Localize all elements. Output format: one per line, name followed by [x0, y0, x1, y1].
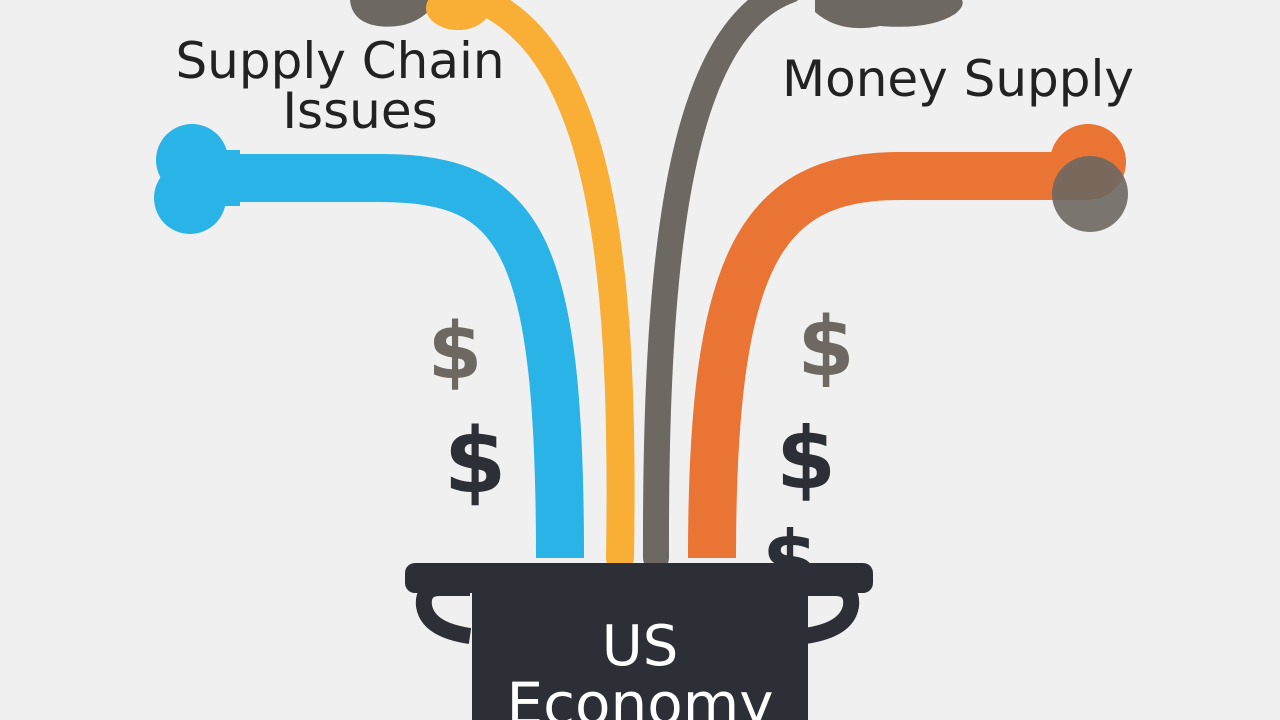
yellow-pipe-end	[426, 0, 490, 30]
dollar-sign-gray-right: $	[797, 300, 854, 395]
pot-right-handle	[803, 580, 860, 644]
yellow-pipe	[440, 0, 635, 572]
top-left-gray-pipe-end	[350, 0, 430, 27]
blue-pipe-end	[154, 124, 240, 234]
orange-pipe	[688, 152, 1090, 559]
pot-body	[472, 585, 808, 720]
pot-label-line2: Economy	[506, 670, 773, 720]
supply-chain-label-line2: Issues	[282, 82, 437, 140]
dollar-sign-gray-left: $	[428, 307, 482, 397]
dollar-sign-dark-right: $	[776, 409, 836, 509]
gray-pipe	[642, 0, 799, 571]
pot-left-handle	[415, 580, 472, 644]
pot-label-line1: US	[602, 614, 679, 679]
money-supply-label: Money Supply	[782, 50, 1134, 108]
dollar-sign-dark-left: $	[444, 409, 507, 514]
supply-chain-label-line1: Supply Chain	[175, 32, 504, 90]
blue-pipe	[195, 154, 584, 559]
economy-pot: US Economy	[405, 563, 873, 720]
top-right-gray-pipe-end	[815, 0, 963, 29]
orange-pipe-end	[1050, 124, 1128, 232]
